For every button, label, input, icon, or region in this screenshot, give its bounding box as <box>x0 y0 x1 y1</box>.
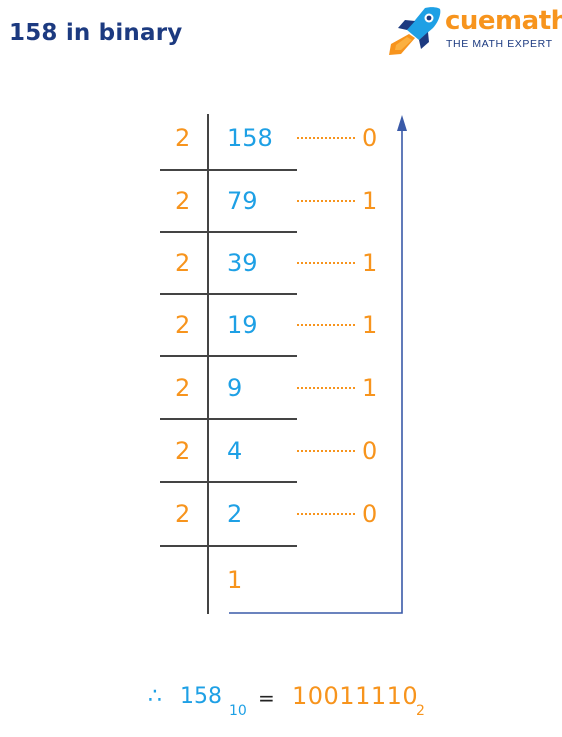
dotted-connector <box>297 262 355 264</box>
quotient: 79 <box>227 187 258 215</box>
divisor: 2 <box>175 374 191 402</box>
remainder: 1 <box>362 311 378 339</box>
quotient: 9 <box>227 374 243 402</box>
quotient: 2 <box>227 500 243 528</box>
quotient: 158 <box>227 124 273 152</box>
dotted-connector <box>297 387 355 389</box>
divisor: 2 <box>175 187 191 215</box>
decimal-value: 158 <box>180 684 222 709</box>
logo-tagline: THE MATH EXPERT <box>446 38 553 50</box>
dotted-connector <box>297 513 355 515</box>
remainder: 1 <box>362 187 378 215</box>
rocket-icon <box>389 7 441 55</box>
equals-sign: = <box>258 686 275 710</box>
dotted-connector <box>297 200 355 202</box>
quotient: 39 <box>227 249 258 277</box>
divisor: 2 <box>175 249 191 277</box>
division-line <box>160 481 297 483</box>
remainder: 1 <box>362 374 378 402</box>
division-line <box>160 418 297 420</box>
divisor: 2 <box>175 500 191 528</box>
binary-value: 10011110 <box>292 682 419 710</box>
remainder: 0 <box>362 500 378 528</box>
divisor: 2 <box>175 311 191 339</box>
remainder: 0 <box>362 124 378 152</box>
division-line <box>160 545 297 547</box>
divisor: 2 <box>175 437 191 465</box>
divisor: 2 <box>175 124 191 152</box>
binary-base: 2 <box>416 703 425 719</box>
logo-wordmark: cuemath <box>445 6 562 36</box>
quotient: 19 <box>227 311 258 339</box>
therefore-symbol: ∴ <box>148 684 162 709</box>
decimal-base: 10 <box>229 703 247 719</box>
remainder: 0 <box>362 437 378 465</box>
quotient: 4 <box>227 437 243 465</box>
dotted-connector <box>297 450 355 452</box>
final-quotient: 1 <box>227 566 243 594</box>
division-line <box>160 169 297 171</box>
dotted-connector <box>297 324 355 326</box>
division-line <box>160 293 297 295</box>
division-line <box>160 231 297 233</box>
cuemath-logo: cuemath THE MATH EXPERT <box>385 4 562 56</box>
dotted-connector <box>297 137 355 139</box>
vertical-divider <box>207 114 209 614</box>
page-title: 158 in binary <box>9 20 183 46</box>
division-line <box>160 355 297 357</box>
remainder: 1 <box>362 249 378 277</box>
